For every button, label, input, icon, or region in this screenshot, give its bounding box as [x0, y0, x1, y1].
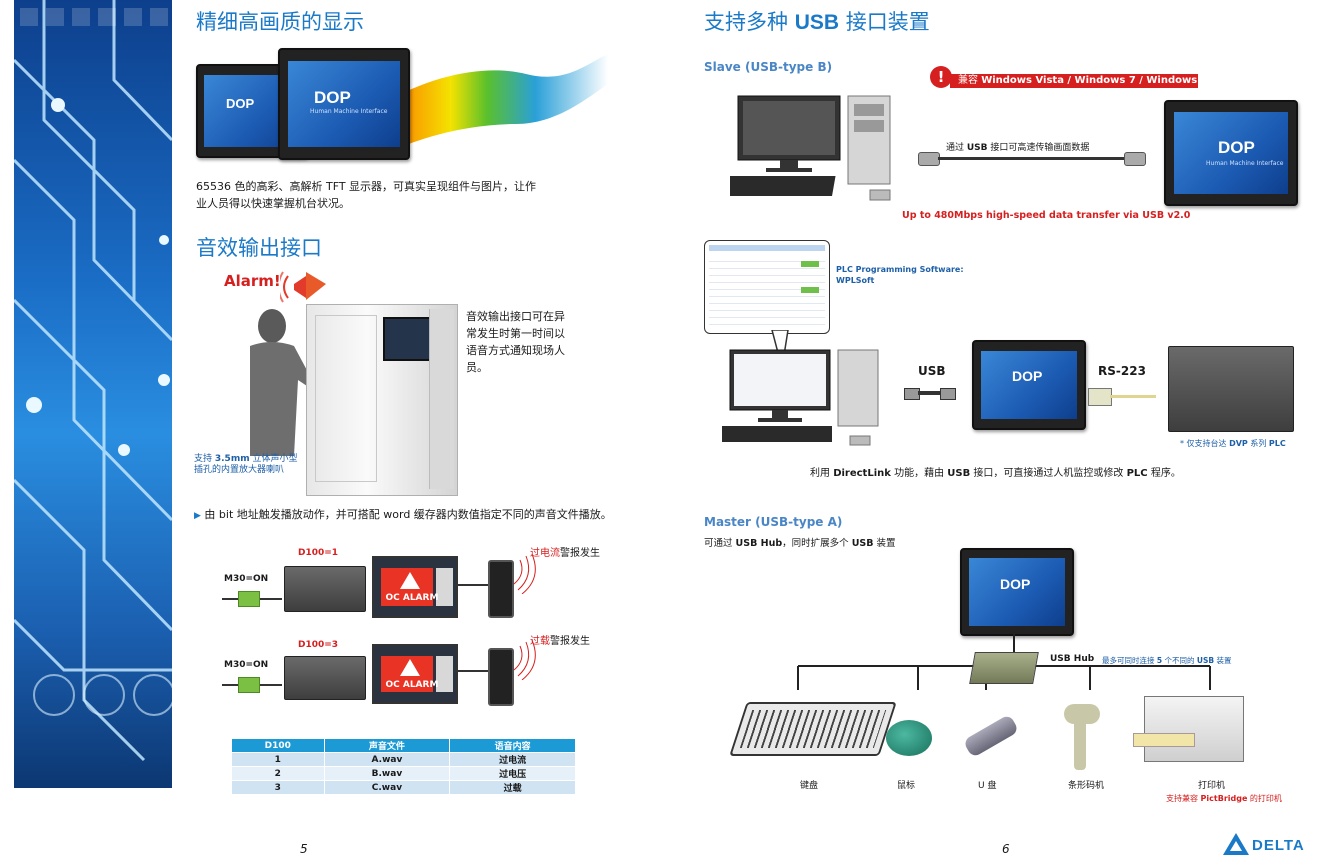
hmi-monitor-directlink: DOP: [972, 340, 1086, 430]
dop-label-dl: DOP: [1012, 368, 1043, 384]
wplsoft-window: [704, 240, 830, 334]
usb-label: USB: [918, 364, 946, 378]
oc-alarm-text-2: OC ALARM: [385, 679, 439, 690]
usb-hub-device: [969, 652, 1039, 684]
page-number-left: 5: [300, 842, 308, 856]
bullet-triangle-icon: ▶: [194, 511, 201, 521]
speaker-device: [488, 560, 514, 618]
speaker-icon: [280, 271, 326, 303]
display-description: 65536 色的高彩、高解析 TFT 显示器，可真实呈现组件与图片，让作 业人员…: [196, 178, 616, 212]
hmi-sublabel: Human Machine Interface: [310, 108, 388, 115]
barcode-scanner-icon: [1064, 704, 1100, 770]
table-header: 语音内容: [449, 738, 576, 753]
rs-connector-icon: [1088, 388, 1158, 408]
desktop-pc-2: [722, 349, 879, 446]
device-label: 鼠标: [897, 781, 916, 791]
alert-text-1: 过电流警报发生: [530, 548, 600, 559]
device-label: 条形码机: [1068, 781, 1105, 791]
alarm-diagram-2: M30=ON D100=3 OC ALARM 过载警报发生: [222, 630, 622, 710]
audio-side-text: 音效输出接口可在异 常发生时第一时间以 语音方式通知现场人 员。: [466, 308, 586, 376]
rs-label: RS-223: [1098, 364, 1146, 378]
speaker-note: 支持 3.5mm 立体声小型 插孔的内置放大器喇叭: [194, 454, 298, 475]
description-line-2: 业人员得以快速掌握机台状况。: [196, 197, 350, 210]
section-title-usb: 支持多种 USB 接口装置: [704, 10, 930, 34]
delta-brand-text: DELTA: [1252, 837, 1305, 854]
alarm-label: Alarm!: [224, 272, 281, 290]
audio-text-1: 音效输出接口可在异: [466, 310, 565, 323]
hmi-sublabel-slave: Human Machine Interface: [1206, 160, 1284, 167]
master-subtitle: 可通过 USB Hub，同时扩展多个 USB 装置: [704, 538, 896, 549]
plc-unit: [284, 566, 366, 612]
circuit-pattern: [14, 0, 172, 762]
master-heading: Master (USB-type A): [704, 515, 843, 529]
hmi-monitor-slave: DOP Human Machine Interface: [1164, 100, 1298, 206]
machine-cabinet: [306, 304, 458, 496]
bullet-line: ▶ 由 bit 地址触发播放动作，并可搭配 word 缓存器内数值指定不同的声音…: [194, 506, 612, 525]
desktop-pc-1: [730, 95, 891, 201]
device-label: 打印机: [1198, 781, 1226, 791]
section-title-display: 精细高画质的显示: [196, 10, 364, 34]
dop-label-front: DOP: [314, 88, 351, 107]
oc-alarm-text: OC ALARM: [385, 593, 439, 604]
trigger-label: M30=ON: [224, 574, 269, 584]
decorative-circuit-banner: [14, 0, 172, 788]
usb-connector-icon: [904, 386, 956, 400]
table-header: D100: [231, 738, 325, 753]
section-title-audio: 音效输出接口: [196, 236, 322, 260]
device-label: 键盘: [800, 781, 819, 791]
mouse-icon: [886, 720, 932, 756]
dop-label-slave: DOP: [1218, 138, 1255, 157]
alarm-screen-2: OC ALARM: [372, 644, 458, 704]
alarm-diagram-1: M30=ON D100=1 OC ALARM 过电流警报发生: [222, 540, 622, 620]
hub-label: USB Hub: [1050, 654, 1095, 664]
dvp-note: * 仅支持台达 DVP 系列 PLC: [1180, 439, 1286, 448]
hmi-monitor-front: DOP Human Machine Interface: [278, 48, 410, 160]
rainbow-wave-graphic: [366, 54, 608, 154]
directlink-caption: 利用 DirectLink 功能，藉由 USB 接口，可直接通过人机监控或修改 …: [810, 468, 1181, 479]
keyboard-icon: [729, 702, 897, 756]
speed-note: Up to 480Mbps high-speed data transfer v…: [902, 210, 1191, 221]
alert-text-2: 过载警报发生: [530, 636, 590, 647]
sound-wave-icon-2: [513, 640, 536, 680]
sound-wave-icon: [513, 554, 536, 594]
cable-label: 通过 USB 接口可高速传输画面数据: [946, 143, 1090, 153]
dop-label: DOP: [226, 96, 255, 111]
description-line-1: 65536 色的高彩、高解析 TFT 显示器，可真实呈现组件与图片，让作: [196, 180, 537, 193]
software-label: PLC Programming Software: WPLSoft: [836, 265, 964, 285]
warning-icon: !: [930, 66, 952, 88]
hub-note: 最多可同时连接 5 个不同的 USB 装置: [1102, 656, 1232, 665]
dvp-plc: [1168, 346, 1294, 432]
page-number-right: 6: [1002, 842, 1010, 856]
trigger-label-2: M30=ON: [224, 660, 269, 670]
printer-note: 支持兼容 PictBridge 的打印机: [1166, 794, 1282, 803]
printer-icon: [1133, 696, 1244, 762]
device-label: U 盘: [978, 781, 997, 791]
slave-heading: Slave (USB-type B): [704, 60, 833, 74]
delta-triangle-icon: [1223, 833, 1249, 855]
dop-label-master: DOP: [1000, 576, 1031, 592]
speaker-device-2: [488, 648, 514, 706]
usb-drive-icon: [962, 713, 1020, 759]
register-label-2: D100=3: [298, 640, 339, 650]
plc-unit-2: [284, 656, 366, 700]
hmi-display-image: DOP DOP Human Machine Interface: [196, 44, 608, 164]
operator-silhouette: [250, 309, 322, 456]
table-header: 声音文件: [323, 738, 451, 753]
hmi-monitor-master: DOP: [960, 548, 1074, 636]
callout-pointer: [771, 330, 789, 369]
bullet-text: 由 bit 地址触发播放动作，并可搭配 word 缓存器内数值指定不同的声音文件…: [204, 508, 612, 521]
audio-text-3: 语音方式通知现场人: [466, 344, 565, 357]
alarm-screen: OC ALARM: [372, 556, 458, 618]
register-label: D100=1: [298, 548, 339, 558]
audio-text-2: 常发生时第一时间以: [466, 327, 565, 340]
audio-text-4: 员。: [466, 361, 488, 374]
compat-text: 兼容 Windows Vista / Windows 7 / Windows 8: [950, 74, 1208, 88]
